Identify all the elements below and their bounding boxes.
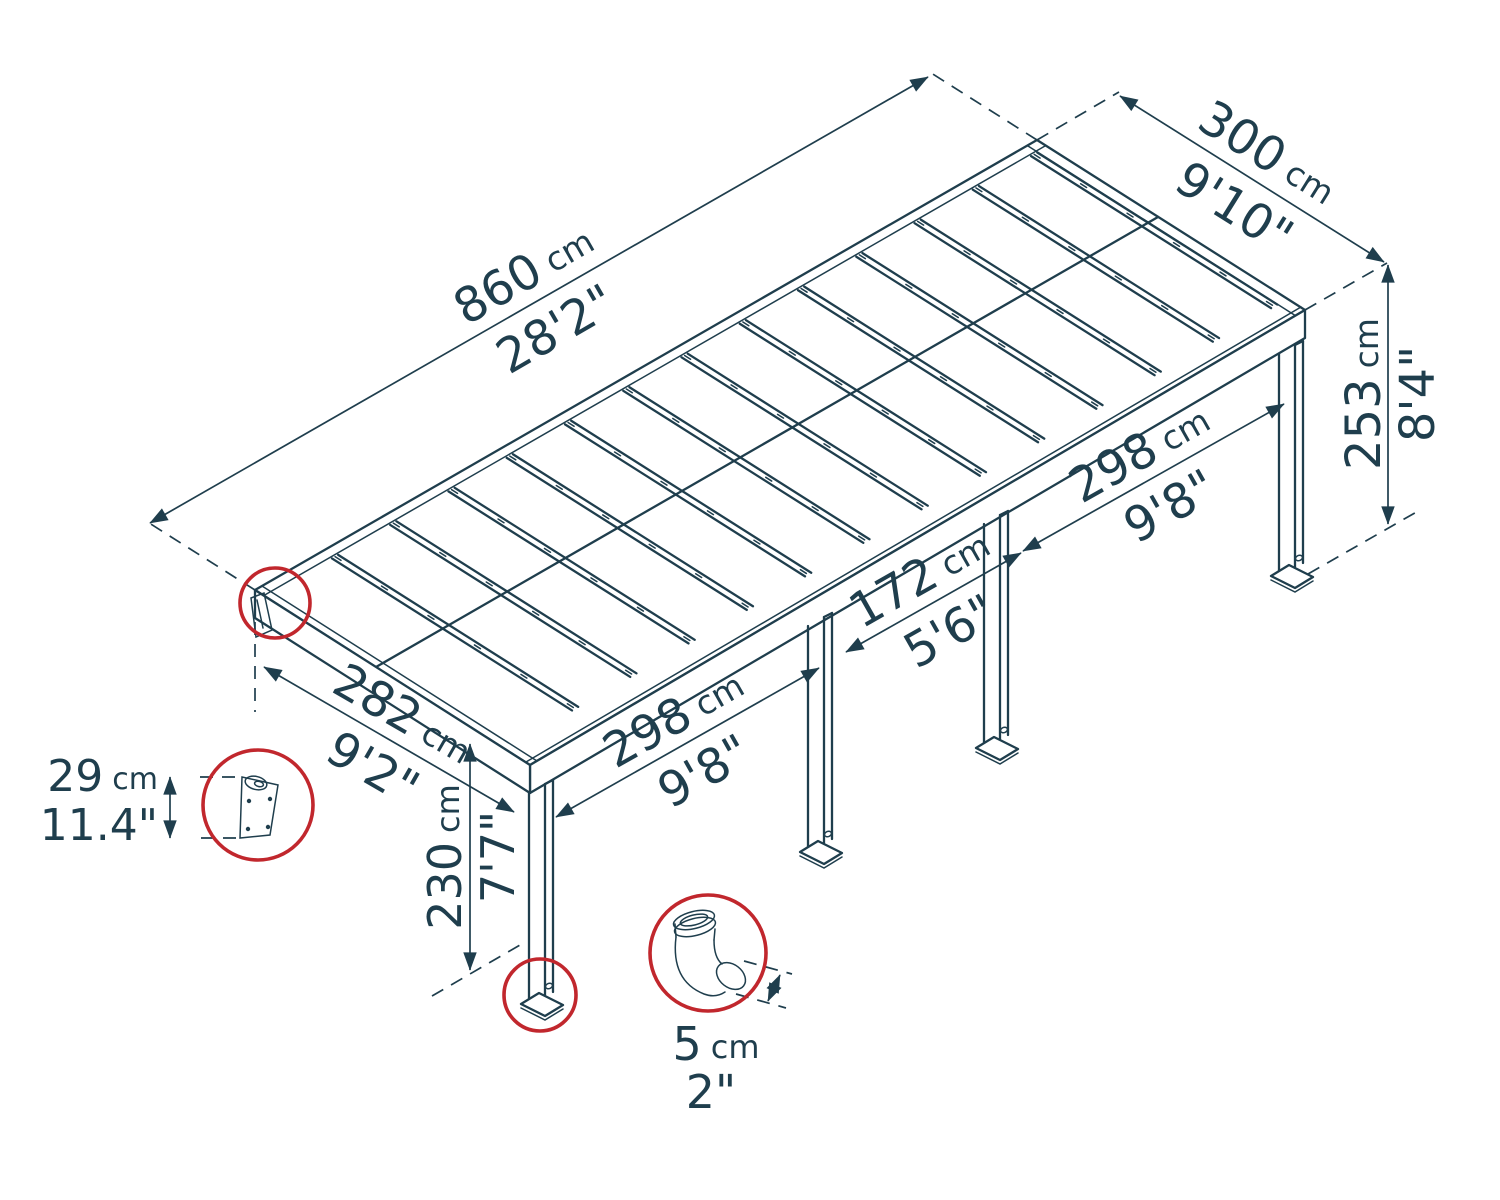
post-anchor-hole	[999, 726, 1009, 734]
dim-label-length: 860cm 28'2"	[444, 221, 625, 385]
drainpipe-elbow-icon	[672, 909, 747, 997]
svg-text:230cm: 230cm	[418, 784, 472, 930]
dim-line-bay-middle	[845, 552, 1022, 653]
dim-line-bay-left	[555, 667, 820, 818]
dim-line-bay-right	[1022, 403, 1285, 552]
gutter-bracket-icon	[239, 775, 279, 839]
post-front-right	[1269, 339, 1315, 593]
dimension-lines	[149, 76, 1395, 1002]
roof-slat-line	[919, 218, 1162, 373]
dim-label-height: 253cm 8'4"	[1336, 318, 1446, 470]
post-mid-left	[798, 611, 844, 869]
post-base-plate	[1269, 563, 1315, 590]
highlight-circle-post-base	[502, 957, 578, 1033]
roof-slat-line	[337, 553, 580, 708]
svg-text:253cm: 253cm	[1336, 318, 1392, 470]
svg-text:9'2": 9'2"	[317, 720, 428, 817]
highlight-circles	[201, 566, 768, 1033]
highlight-circle-roof-corner	[238, 566, 312, 640]
post-front-left	[519, 778, 565, 1021]
roof-slat-line	[330, 557, 574, 712]
roof-slat-line	[395, 520, 638, 675]
highlight-circle-drainpipe	[648, 893, 768, 1013]
roof-slat-line	[913, 222, 1156, 377]
dim-line-pipe-diameter	[766, 974, 782, 1002]
dim-line-width	[1119, 95, 1385, 263]
roof-slat-line	[977, 184, 1221, 340]
svg-text:7'7": 7'7"	[471, 811, 525, 903]
roof-slat-line	[389, 523, 632, 679]
post-anchor-hole	[823, 830, 833, 838]
dim-line-length	[149, 76, 929, 524]
svg-text:5cm: 5cm	[672, 1017, 759, 1071]
corner-gutter-detail	[250, 591, 273, 639]
svg-text:11.4": 11.4"	[40, 800, 158, 851]
post-base-plate	[974, 735, 1020, 762]
dim-label-post-height: 230cm 7'7"	[418, 784, 525, 930]
post-base-plate	[519, 991, 565, 1018]
post-anchor-hole	[544, 982, 554, 990]
highlight-circle-bracket	[201, 748, 315, 862]
svg-text:2": 2"	[686, 1065, 736, 1119]
roof-slat-line	[971, 188, 1214, 343]
post-anchor-hole	[1294, 554, 1304, 562]
svg-text:8'4": 8'4"	[1390, 346, 1446, 442]
post-base-plate	[798, 839, 844, 866]
